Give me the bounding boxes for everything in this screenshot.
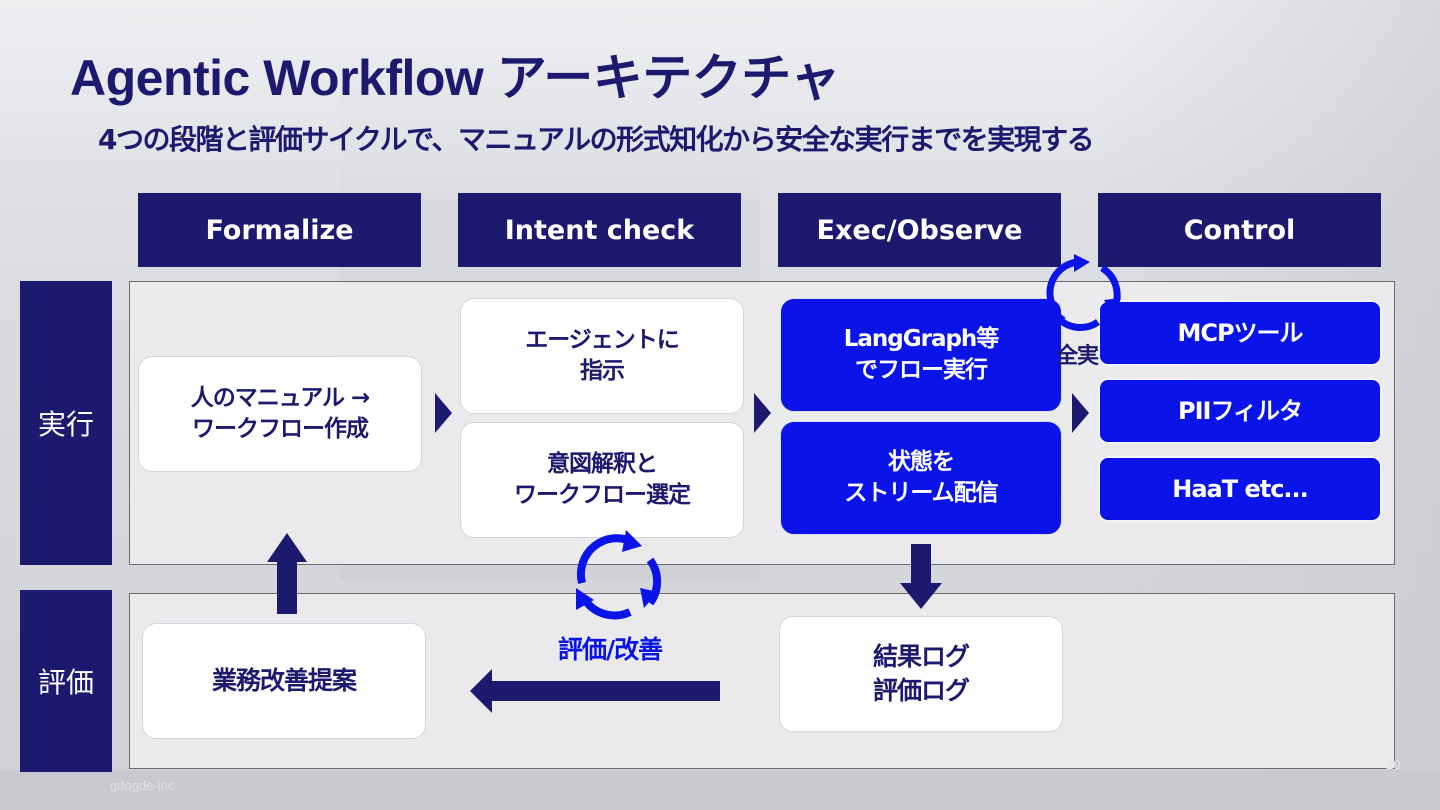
arrow-right-icon [435,393,452,433]
tool-mcp: MCPツール [1098,300,1382,366]
footer-company: gdogde-inc [110,778,175,793]
tool-haat: HaaT etc... [1098,456,1382,522]
cycle-arrowhead-icon [622,530,642,552]
eval-cycle-label: 評価/改善 [558,635,663,664]
arrow-right-icon [1072,393,1089,433]
card-result-logs: 結果ログ 評価ログ [779,616,1063,732]
column-header-exec-observe: Exec/Observe [778,193,1061,267]
slide-title: Agentic Workflow アーキテクチャ [70,50,840,106]
cycle-icon [576,534,662,620]
column-header-control: Control [1098,193,1381,267]
column-header-intent-check: Intent check [458,193,741,267]
arrow-left-icon [470,669,720,713]
cycle-arrowhead-icon [1104,298,1121,316]
cycle-arrowhead-icon [1050,306,1066,326]
cycle-arrowhead-icon [576,588,594,610]
column-header-formalize: Formalize [138,193,421,267]
card-state-stream: 状態を ストリーム配信 [780,421,1062,535]
tool-pii-filter: PIIフィルタ [1098,378,1382,444]
card-intent-selection: 意図解釈と ワークフロー選定 [460,422,744,538]
slide-subtitle: 4つの段階と評価サイクルで、マニュアルの形式知化から安全な実行までを実現する [98,123,1095,156]
row-label-execute: 実行 [20,281,112,565]
card-manual-to-workflow: 人のマニュアル → ワークフロー作成 [138,356,422,472]
page-number: 20 [1386,757,1401,772]
background-floor [0,770,1440,810]
safety-partial-label: 全実 [1056,344,1099,369]
cycle-arrowhead-icon [640,588,658,608]
arrow-down-icon [900,544,942,609]
card-instruct-agent: エージェントに 指示 [460,298,744,414]
card-langgraph-exec: LangGraph等 でフロー実行 [780,298,1062,412]
arrow-right-icon [754,393,771,433]
card-improvement: 業務改善提案 [142,623,426,739]
arrow-up-icon [267,533,307,614]
row-label-evaluate: 評価 [20,590,112,772]
cycle-arrowhead-icon [1074,254,1090,272]
